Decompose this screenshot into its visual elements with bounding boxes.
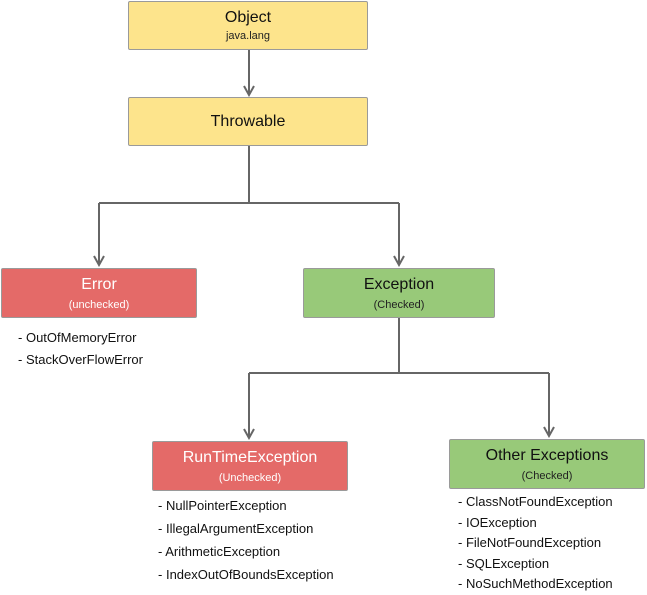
node-other-exceptions: Other Exceptions (Checked) [449,439,645,489]
node-exception-title: Exception [363,275,435,293]
list-item: NoSuchMethodException [458,574,613,595]
node-error: Error (unchecked) [1,268,197,318]
node-throwable: Throwable [128,97,368,146]
node-exception-subtitle: (Checked) [373,298,425,311]
node-object-title: Object [224,9,272,26]
node-exception: Exception (Checked) [303,268,495,318]
node-other-exceptions-subtitle: (Checked) [521,469,573,482]
list-item: IllegalArgumentException [158,517,334,540]
node-error-title: Error [81,275,117,293]
node-object-subtitle: java.lang [225,30,271,42]
node-object: Object java.lang [128,1,368,50]
node-runtime-exception-title: RunTimeException [182,448,318,466]
runtime-examples-list: NullPointerException IllegalArgumentExce… [158,494,334,586]
error-examples-list: OutOfMemoryError StackOverFlowError [18,327,143,371]
node-throwable-title: Throwable [210,113,286,130]
list-item: IOException [458,513,613,534]
list-item: FileNotFoundException [458,533,613,554]
list-item: SQLException [458,554,613,575]
node-error-subtitle: (unchecked) [68,298,130,311]
node-runtime-exception-subtitle: (Unchecked) [218,471,282,484]
list-item: IndexOutOfBoundsException [158,563,334,586]
list-item: ArithmeticException [158,540,334,563]
other-examples-list: ClassNotFoundException IOException FileN… [458,492,613,595]
node-other-exceptions-title: Other Exceptions [485,446,609,464]
node-runtime-exception: RunTimeException (Unchecked) [152,441,348,491]
list-item: StackOverFlowError [18,349,143,371]
list-item: NullPointerException [158,494,334,517]
list-item: ClassNotFoundException [458,492,613,513]
list-item: OutOfMemoryError [18,327,143,349]
